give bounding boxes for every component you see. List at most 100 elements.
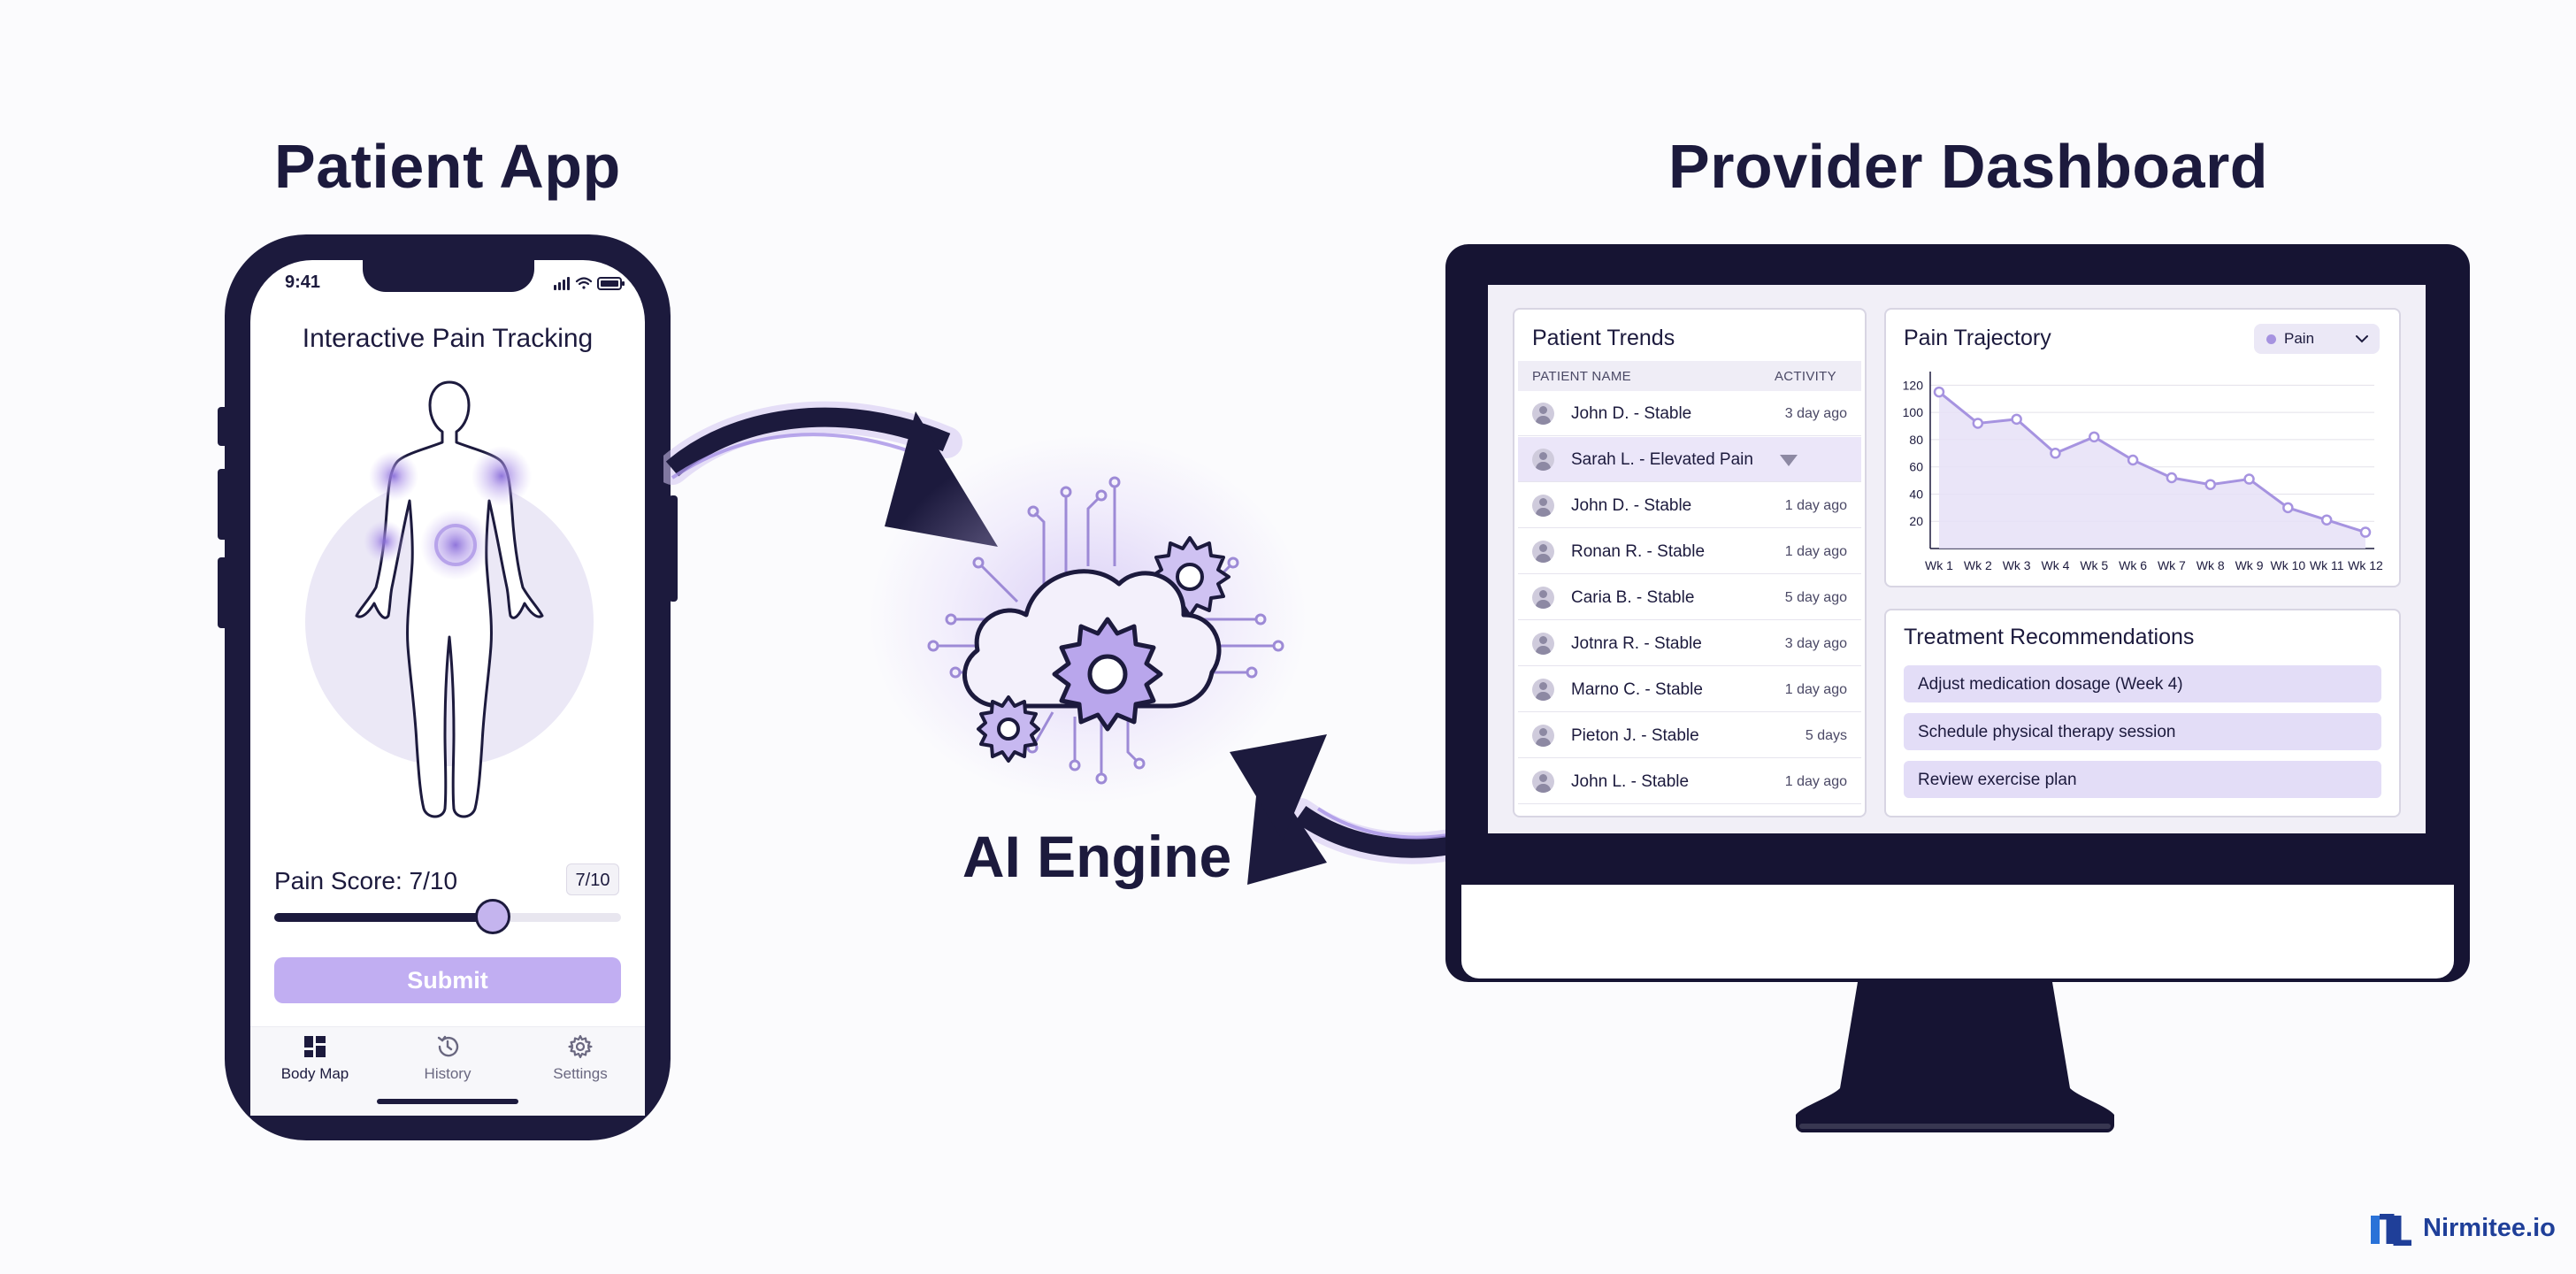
battery-icon <box>597 277 625 290</box>
y-tick-label: 120 <box>1903 378 1924 392</box>
avatar-icon <box>1532 771 1554 793</box>
phone-notch <box>363 260 534 292</box>
caret-down-icon[interactable] <box>1780 455 1798 466</box>
provider-dashboard-heading: Provider Dashboard <box>1668 132 2269 201</box>
patient-row[interactable]: Caria B. - Stable 5 day ago <box>1518 575 1861 620</box>
pain-score-chip: 7/10 <box>566 863 619 895</box>
series-line-pain <box>1938 390 2366 533</box>
pain-hotspot-abdomen <box>420 510 491 580</box>
tab-body-map[interactable]: Body Map <box>253 1033 377 1083</box>
nirmitee-logo-icon <box>2371 1214 2411 1246</box>
patient-name: John L. - Stable <box>1571 772 1690 791</box>
circuit-lines-icon <box>927 476 1284 785</box>
patient-activity: 1 day ago <box>1784 544 1847 559</box>
data-point <box>1972 418 1984 429</box>
patient-activity: 1 day ago <box>1784 498 1847 513</box>
treatment-title: Treatment Recommendations <box>1904 625 2195 649</box>
x-tick-label: Wk 6 <box>2119 558 2147 572</box>
recommendation-text: Review exercise plan <box>1918 771 2077 789</box>
pain-slider-fill <box>274 913 493 922</box>
x-tick-label: Wk 5 <box>2080 558 2108 572</box>
avatar-icon <box>1532 587 1554 609</box>
pain-trajectory-title: Pain Trajectory <box>1904 326 2051 350</box>
avatar-icon <box>1532 449 1554 471</box>
y-tick-label: 20 <box>1909 514 1923 528</box>
small-gear-bottom-icon <box>977 695 1040 763</box>
x-tick-label: Wk 12 <box>2348 558 2383 572</box>
data-point <box>2320 514 2333 526</box>
patient-app-heading: Patient App <box>274 132 621 201</box>
submit-button[interactable]: Submit <box>274 957 621 1003</box>
pain-hotspot-arm-left <box>364 520 406 563</box>
y-tick-label: 80 <box>1909 433 1923 447</box>
tab-history-label: History <box>424 1065 472 1082</box>
pain-score-label: Pain Score: 7/10 <box>274 867 458 894</box>
y-tick-label: 100 <box>1903 405 1924 419</box>
recommendation-text: Adjust medication dosage (Week 4) <box>1918 675 2183 694</box>
pain-tracking-title: Interactive Pain Tracking <box>302 324 594 353</box>
wifi-icon <box>575 277 593 289</box>
patient-row[interactable]: Sarah L. - Elevated Pain <box>1518 437 1861 482</box>
data-point <box>2282 502 2294 514</box>
legend-label: Pain <box>2284 330 2315 347</box>
patient-row[interactable]: John L. - Stable 1 day ago <box>1518 759 1861 804</box>
x-tick-label: Wk 3 <box>2003 558 2031 572</box>
patient-name: Caria B. - Stable <box>1571 588 1695 607</box>
patient-activity: 5 day ago <box>1784 590 1847 605</box>
col-header-activity: ACTIVITY <box>1775 369 1836 384</box>
x-tick-label: Wk 1 <box>1925 558 1953 572</box>
patient-activity: 5 days <box>1805 728 1847 743</box>
patient-row[interactable]: John D. - Stable 1 day ago <box>1518 483 1861 528</box>
home-indicator <box>377 1099 518 1104</box>
monitor-stand <box>1796 982 2114 1132</box>
trends-table-header <box>1518 361 1861 391</box>
tab-history[interactable]: History <box>386 1033 510 1083</box>
x-tick-label: Wk 2 <box>1964 558 1992 572</box>
patient-row[interactable]: John D. - Stable 3 day ago <box>1518 391 1861 436</box>
data-point <box>1933 386 1945 398</box>
patient-activity: 3 day ago <box>1784 406 1847 421</box>
avatar-icon <box>1532 403 1554 425</box>
x-tick-label: Wk 7 <box>2158 558 2186 572</box>
monitor-chin <box>1461 885 2454 979</box>
phone-power-button <box>669 495 678 602</box>
recommendation-item[interactable]: Review exercise plan <box>1904 761 2381 798</box>
tab-body-map-label: Body Map <box>280 1065 349 1082</box>
gear-icon <box>568 1034 593 1059</box>
brand-name: Nirmitee.io <box>2423 1214 2556 1242</box>
x-tick-label: Wk 11 <box>2310 558 2344 572</box>
recommendation-item[interactable]: Schedule physical therapy session <box>1904 713 2381 750</box>
data-point <box>2166 472 2178 484</box>
human-body-outline-icon <box>355 380 544 818</box>
legend-dot-icon <box>2266 334 2276 344</box>
avatar-icon <box>1532 725 1554 747</box>
patient-name: John D. - Stable <box>1571 404 1692 423</box>
data-point <box>2011 413 2022 426</box>
recommendation-item[interactable]: Adjust medication dosage (Week 4) <box>1904 665 2381 702</box>
body-map[interactable] <box>305 372 594 849</box>
patient-activity: 3 day ago <box>1784 636 1847 651</box>
status-time: 9:41 <box>285 272 321 292</box>
patient-name: John D. - Stable <box>1571 496 1692 515</box>
ai-engine-label: AI Engine <box>962 824 1232 889</box>
patient-trends-panel <box>1513 308 1867 817</box>
data-point <box>2050 448 2061 459</box>
signal-icon <box>554 277 570 290</box>
x-tick-label: Wk 4 <box>2042 558 2070 572</box>
avatar-icon <box>1532 679 1554 701</box>
patient-activity: 1 day ago <box>1784 774 1847 789</box>
avatar-icon <box>1532 495 1554 517</box>
main-gear-icon <box>1052 617 1163 732</box>
patient-trends-title: Patient Trends <box>1532 326 1675 350</box>
pain-slider-thumb[interactable] <box>474 899 510 934</box>
patient-name: Sarah L. - Elevated Pain <box>1571 450 1753 469</box>
avatar-icon <box>1532 633 1554 655</box>
tab-settings[interactable]: Settings <box>518 1033 642 1083</box>
y-tick-label: 40 <box>1909 487 1923 501</box>
history-icon <box>437 1035 459 1057</box>
